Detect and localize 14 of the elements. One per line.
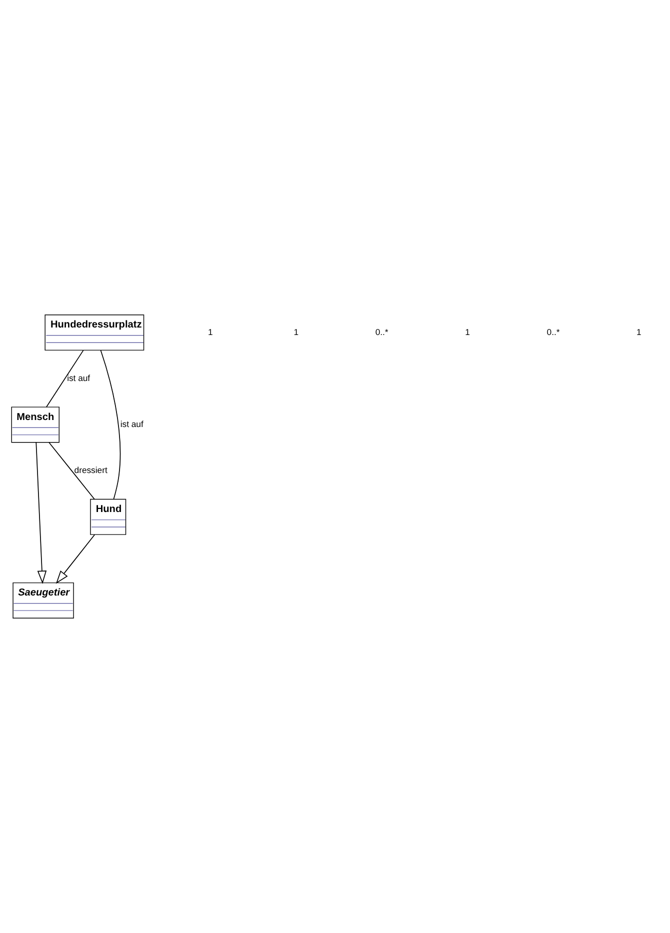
label: 1 xyxy=(636,326,642,337)
edge-label: dressiert xyxy=(74,465,108,476)
edge-label: ist auf xyxy=(67,372,90,383)
arrow xyxy=(56,534,96,584)
arrow xyxy=(36,442,47,584)
label: 0..* xyxy=(375,326,388,337)
label: 1 xyxy=(294,326,299,337)
label: 0..* xyxy=(546,326,560,337)
connector xyxy=(100,350,121,500)
label: 1 xyxy=(465,326,470,337)
edge-label: ist auf xyxy=(120,418,144,429)
connector xyxy=(48,442,95,500)
label: 1 xyxy=(208,326,213,337)
connector xyxy=(46,350,84,408)
